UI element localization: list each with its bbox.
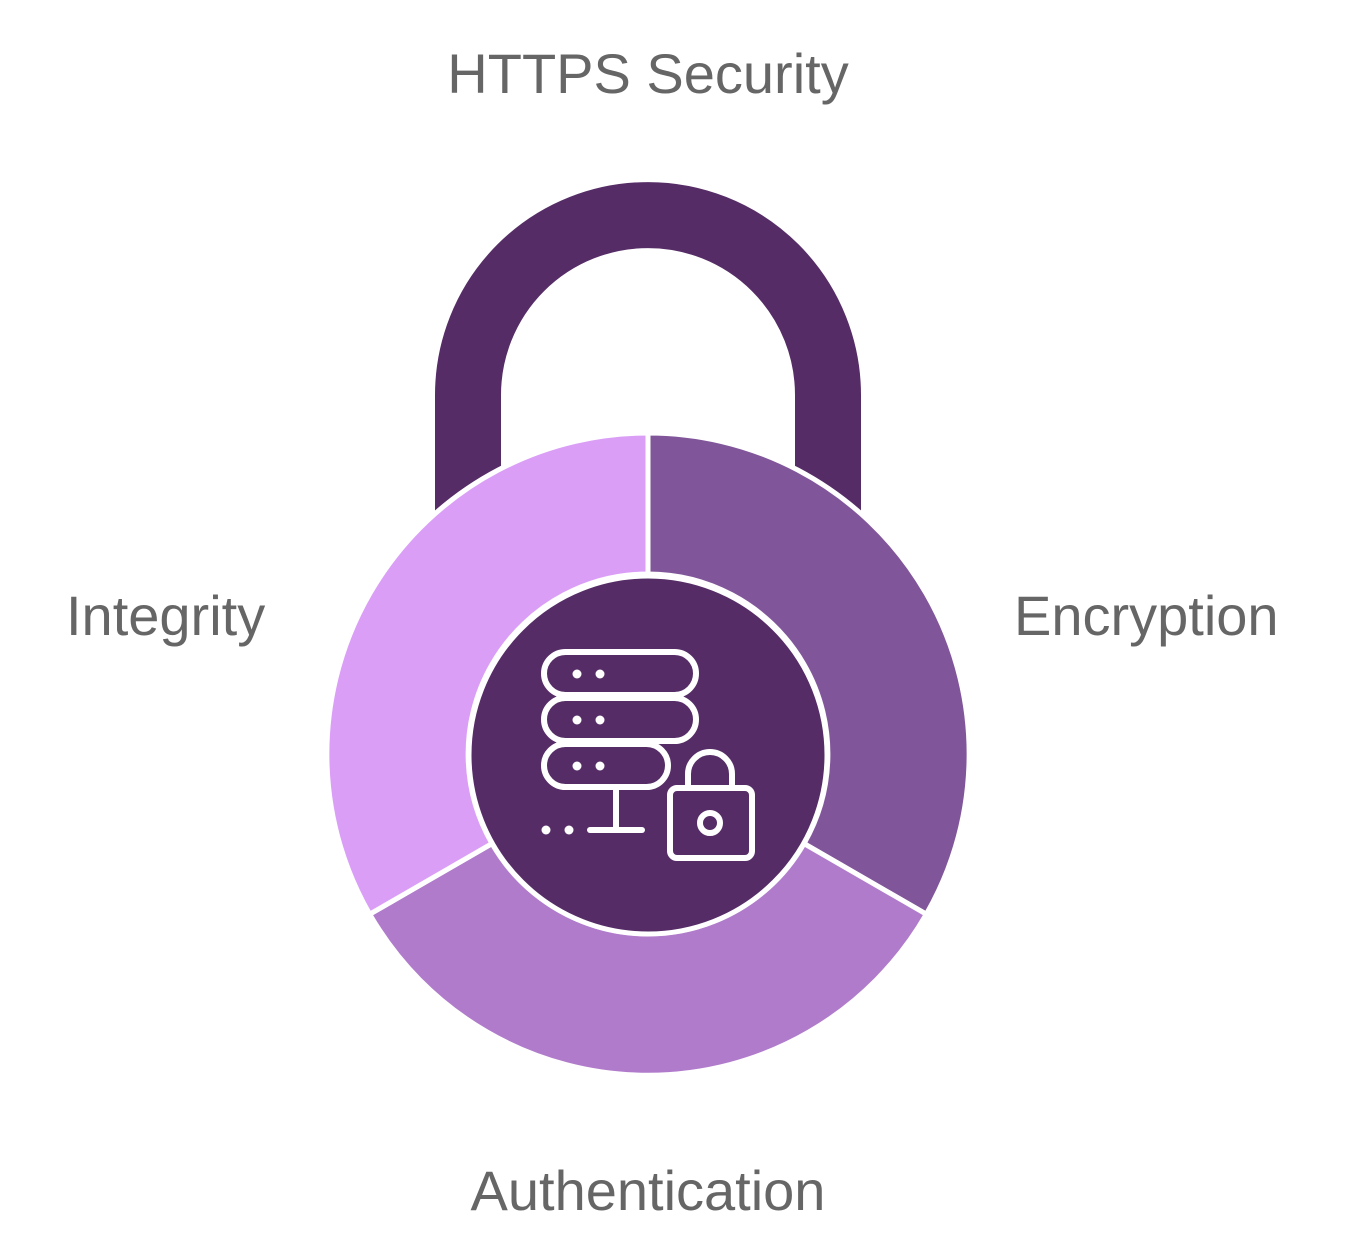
integrity-label: Integrity: [66, 584, 266, 647]
diagram-title: HTTPS Security: [447, 42, 849, 105]
center-disc: [466, 573, 830, 937]
encryption-label: Encryption: [1014, 584, 1279, 647]
server-indicator-dots: [541, 669, 605, 835]
padlock-shackle: [435, 182, 861, 520]
authentication-label: Authentication: [470, 1159, 826, 1222]
server-lock-icon: [541, 649, 755, 861]
